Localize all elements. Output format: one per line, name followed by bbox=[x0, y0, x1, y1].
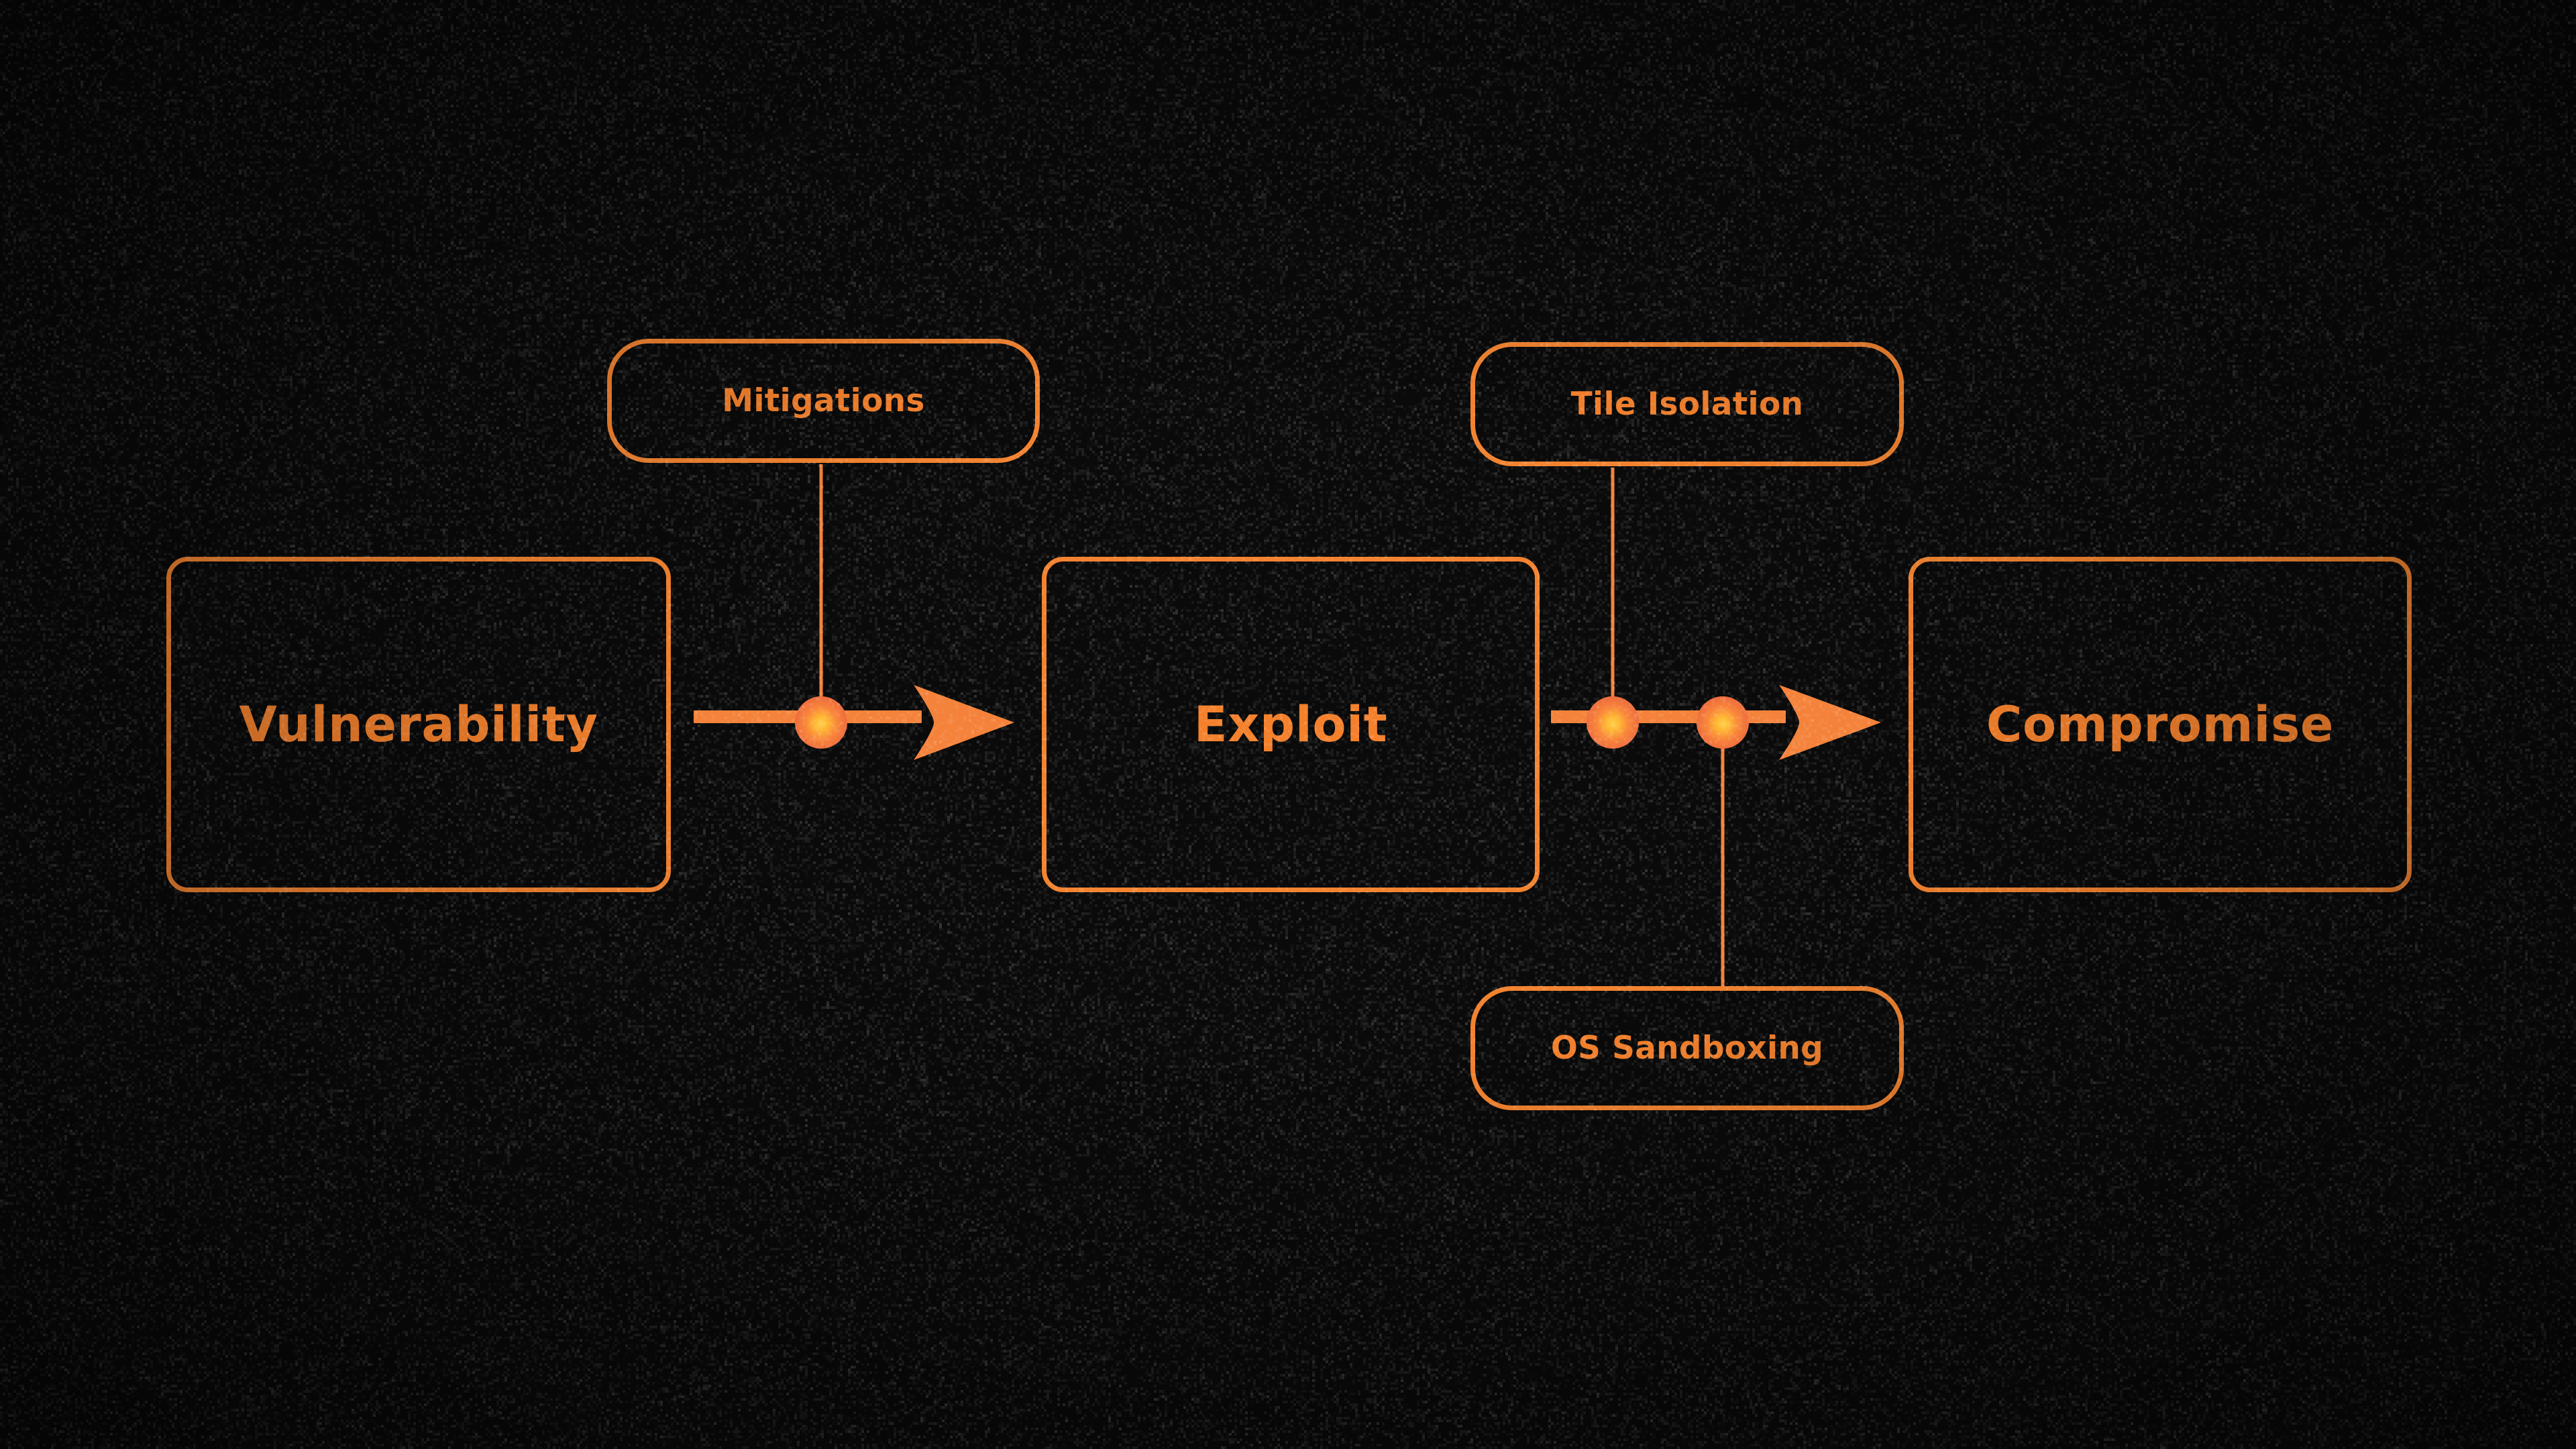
barrier-box-os-sandboxing[interactable]: OS Sandboxing bbox=[1470, 986, 1904, 1110]
barrier-dot-tile-isolation[interactable] bbox=[1587, 696, 1639, 749]
barrier-box-tile-isolation[interactable]: Tile Isolation bbox=[1470, 342, 1904, 466]
arrow-vulnerability-to-exploit bbox=[694, 685, 1014, 760]
stage-label-compromise: Compromise bbox=[1986, 700, 2334, 749]
barrier-label-mitigations: Mitigations bbox=[722, 385, 924, 417]
barrier-label-tile-isolation: Tile Isolation bbox=[1571, 388, 1804, 420]
stage-label-exploit: Exploit bbox=[1194, 700, 1388, 749]
stage-box-compromise[interactable]: Compromise bbox=[1909, 557, 2412, 892]
barrier-label-os-sandboxing: OS Sandboxing bbox=[1551, 1032, 1823, 1064]
stage-box-exploit[interactable]: Exploit bbox=[1042, 557, 1540, 892]
barrier-box-mitigations[interactable]: Mitigations bbox=[607, 339, 1040, 463]
barrier-dot-mitigations[interactable] bbox=[795, 696, 847, 749]
stage-label-vulnerability: Vulnerability bbox=[239, 700, 598, 749]
barrier-dot-os-sandboxing[interactable] bbox=[1697, 696, 1749, 749]
stage-box-vulnerability[interactable]: Vulnerability bbox=[166, 557, 671, 892]
